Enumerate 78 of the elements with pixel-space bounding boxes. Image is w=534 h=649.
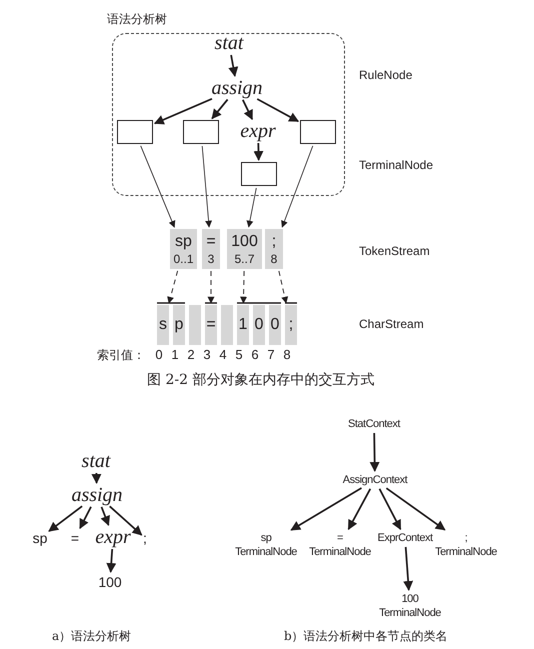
char-cell: 0 bbox=[253, 305, 265, 345]
terminal-box bbox=[117, 120, 153, 144]
token-cell: sp 0..1 bbox=[170, 229, 197, 269]
node-label: sp TerminalNode bbox=[235, 531, 297, 559]
index-number: 5 bbox=[235, 348, 243, 362]
arrow bbox=[79, 506, 92, 530]
index-number: 6 bbox=[251, 348, 259, 362]
node-label: assign bbox=[211, 78, 263, 98]
sub-caption: b）语法分析树中各节点的类名 bbox=[284, 629, 448, 643]
arrow bbox=[386, 487, 446, 531]
node-label: stat bbox=[82, 451, 110, 471]
arrow bbox=[254, 142, 264, 161]
char-cell: = bbox=[205, 305, 217, 345]
node-label: 100 bbox=[98, 574, 122, 590]
arrow bbox=[91, 472, 102, 484]
arrow bbox=[242, 99, 254, 120]
arrow bbox=[281, 146, 314, 228]
char-cell: 0 bbox=[269, 305, 281, 345]
index-number: 8 bbox=[283, 348, 291, 362]
node-label: assign bbox=[71, 485, 123, 505]
terminal-box bbox=[300, 120, 336, 144]
arrow bbox=[246, 188, 257, 228]
char-cell: ; bbox=[285, 305, 297, 345]
arrow bbox=[154, 98, 212, 124]
node-label: StatContext bbox=[348, 417, 400, 431]
arrow bbox=[256, 98, 300, 122]
arrow bbox=[403, 546, 414, 591]
arrow bbox=[109, 506, 142, 536]
node-label: = TerminalNode bbox=[309, 531, 371, 559]
node-label: = bbox=[70, 530, 80, 546]
arrow bbox=[378, 488, 402, 530]
index-number: 4 bbox=[219, 348, 227, 362]
node-label: expr bbox=[95, 527, 131, 547]
char-cell: 1 bbox=[237, 305, 249, 345]
char-cell: s bbox=[157, 305, 169, 345]
arrow bbox=[202, 146, 212, 228]
dashed-arrow bbox=[167, 270, 178, 304]
node-label: sp bbox=[32, 530, 48, 546]
frame-title: 语法分析树 bbox=[107, 12, 167, 26]
arrow bbox=[348, 488, 372, 530]
arrow bbox=[211, 98, 228, 120]
index-label: 索引值： bbox=[97, 348, 145, 362]
dashed-arrow bbox=[208, 270, 214, 304]
arrow bbox=[290, 487, 362, 531]
arrow bbox=[228, 54, 238, 77]
node-label: 100 TerminalNode bbox=[379, 592, 441, 620]
layer-label: TokenStream bbox=[359, 244, 430, 258]
arrow bbox=[100, 506, 110, 526]
char-cell bbox=[189, 305, 201, 345]
dashed-arrow bbox=[278, 270, 288, 304]
index-number: 0 bbox=[155, 348, 163, 362]
node-label: ; bbox=[143, 530, 147, 546]
terminal-box bbox=[183, 120, 219, 144]
figure-caption: 图 2-2 部分对象在内存中的交互方式 bbox=[147, 373, 374, 387]
arrow bbox=[106, 548, 116, 573]
arrow bbox=[370, 432, 380, 472]
node-label: AssignContext bbox=[342, 473, 408, 487]
node-label: stat bbox=[214, 33, 244, 53]
char-cell bbox=[221, 305, 233, 345]
token-cell: = 3 bbox=[202, 229, 220, 269]
arrow bbox=[48, 505, 83, 532]
index-number: 2 bbox=[187, 348, 195, 362]
index-number: 1 bbox=[171, 348, 179, 362]
index-number: 7 bbox=[267, 348, 275, 362]
terminal-box bbox=[241, 162, 277, 186]
arrow bbox=[140, 145, 176, 228]
layer-label: TerminalNode bbox=[359, 158, 434, 172]
node-label: ExprContext bbox=[377, 531, 433, 545]
node-label: ; TerminalNode bbox=[435, 531, 497, 559]
layer-label: RuleNode bbox=[359, 68, 412, 82]
dashed-arrow bbox=[240, 270, 248, 304]
node-label: expr bbox=[240, 121, 276, 141]
index-number: 3 bbox=[203, 348, 211, 362]
layer-label: CharStream bbox=[359, 317, 424, 331]
token-cell: 100 5..7 bbox=[227, 229, 262, 269]
token-cell: ; 8 bbox=[265, 229, 283, 269]
sub-caption: a）语法分析树 bbox=[52, 629, 132, 643]
char-cell: p bbox=[173, 305, 185, 345]
